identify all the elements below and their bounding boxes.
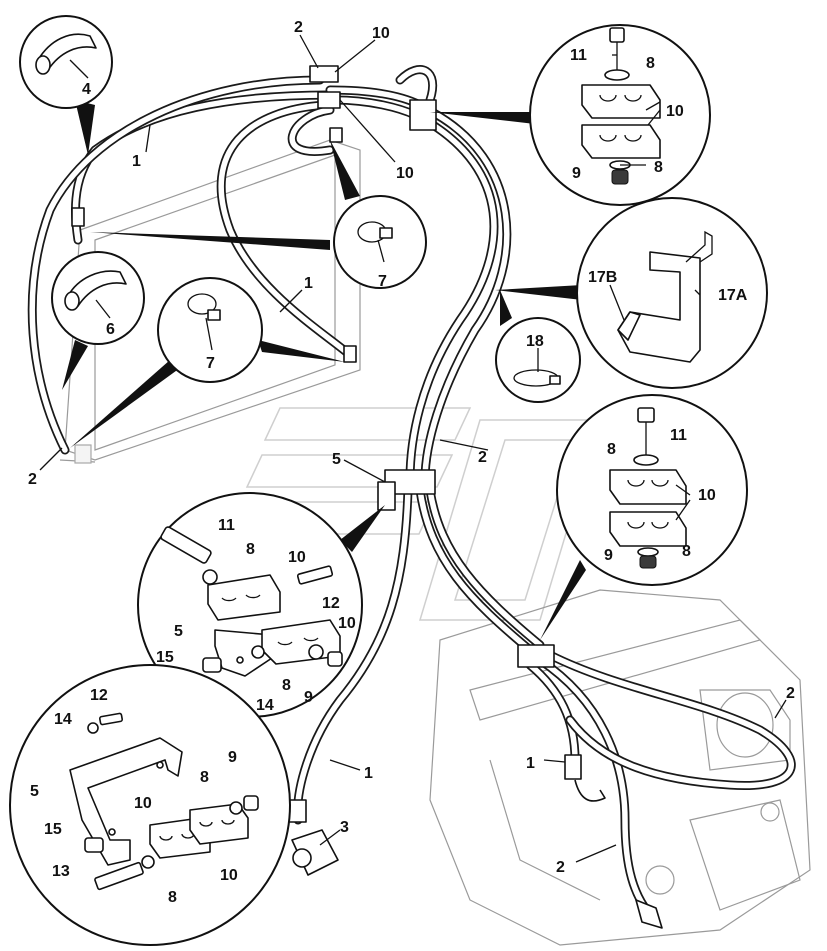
- callout-10: 10: [134, 795, 152, 812]
- callout-labels: 2 10 4 1 10 7 1 6 7 2 5 2 11 8 10 9 8 17…: [28, 19, 795, 906]
- hose-clamp-lower: [343, 345, 357, 363]
- callout-8: 8: [200, 769, 209, 786]
- callout-1: 1: [526, 755, 535, 772]
- callout-6: 6: [106, 321, 115, 338]
- callout-9: 9: [604, 547, 613, 564]
- callout-13: 13: [52, 863, 70, 880]
- callout-14: 14: [256, 697, 274, 714]
- callout-10: 10: [666, 103, 684, 120]
- bracket-5: [377, 481, 396, 511]
- detail-bubble-bracket-lower: [9, 664, 291, 946]
- callout-7: 7: [378, 273, 387, 290]
- callout-8: 8: [682, 543, 691, 560]
- transmission-outline: [429, 589, 811, 946]
- callout-12: 12: [322, 595, 340, 612]
- callout-15: 15: [156, 649, 174, 666]
- callout-9: 9: [228, 749, 237, 766]
- callout-11: 11: [670, 427, 687, 444]
- clamp-lower: [517, 644, 555, 668]
- callout-8: 8: [607, 441, 616, 458]
- callout-10: 10: [372, 25, 390, 42]
- callout-9: 9: [304, 689, 313, 706]
- clamp-top-right: [409, 99, 437, 131]
- callout-17b: 17B: [588, 269, 617, 286]
- callout-4: 4: [82, 81, 91, 98]
- clamp-top-mid: [317, 91, 341, 109]
- callout-11: 11: [570, 47, 587, 64]
- detail-bubble-clamp-mid: [540, 394, 748, 640]
- callout-1: 1: [364, 765, 373, 782]
- callout-8: 8: [282, 677, 291, 694]
- callout-10: 10: [220, 867, 238, 884]
- clamp-top-left: [309, 65, 339, 83]
- callout-8: 8: [246, 541, 255, 558]
- callout-8: 8: [654, 159, 663, 176]
- detail-bubble-clamp-top: [430, 24, 711, 206]
- hose-clamp-radiator-top: [329, 127, 343, 143]
- callout-18: 18: [526, 333, 544, 350]
- callout-9: 9: [572, 165, 581, 182]
- callout-5: 5: [174, 623, 183, 640]
- callout-1: 1: [304, 275, 313, 292]
- callout-2: 2: [28, 471, 37, 488]
- detail-bubble-bracket-17: [495, 197, 768, 389]
- callout-2: 2: [294, 19, 303, 36]
- detail-bubble-7-lower: [70, 277, 345, 448]
- callout-14: 14: [54, 711, 72, 728]
- callout-10: 10: [338, 615, 356, 632]
- callout-10: 10: [396, 165, 414, 182]
- callout-12: 12: [90, 687, 108, 704]
- detail-bubble-4: [19, 15, 113, 155]
- callout-5: 5: [332, 451, 341, 468]
- callout-1: 1: [132, 153, 141, 170]
- callout-10: 10: [698, 487, 716, 504]
- fitting-elbow-2: [635, 899, 663, 929]
- callout-7: 7: [206, 355, 215, 372]
- callout-3: 3: [340, 819, 349, 836]
- callout-2: 2: [556, 859, 565, 876]
- fitting-3-port: [292, 848, 312, 868]
- fittings: [71, 65, 663, 929]
- detail-bubble-6: [51, 251, 145, 390]
- fitting-elbow-1: [564, 754, 582, 780]
- hose-clamp-upper: [71, 207, 85, 227]
- callout-2: 2: [786, 685, 795, 702]
- callout-11: 11: [218, 517, 235, 534]
- detail-bubble-7-upper: [90, 140, 427, 289]
- callout-8: 8: [646, 55, 655, 72]
- callout-5: 5: [30, 783, 39, 800]
- fitting-bend: [574, 779, 606, 802]
- callout-17a: 17A: [718, 287, 748, 304]
- callout-2: 2: [478, 449, 487, 466]
- callout-10: 10: [288, 549, 306, 566]
- callout-15: 15: [44, 821, 62, 838]
- callout-8: 8: [168, 889, 177, 906]
- leader-lines: [39, 34, 787, 863]
- detail-bubble-bracket-5: [137, 492, 385, 718]
